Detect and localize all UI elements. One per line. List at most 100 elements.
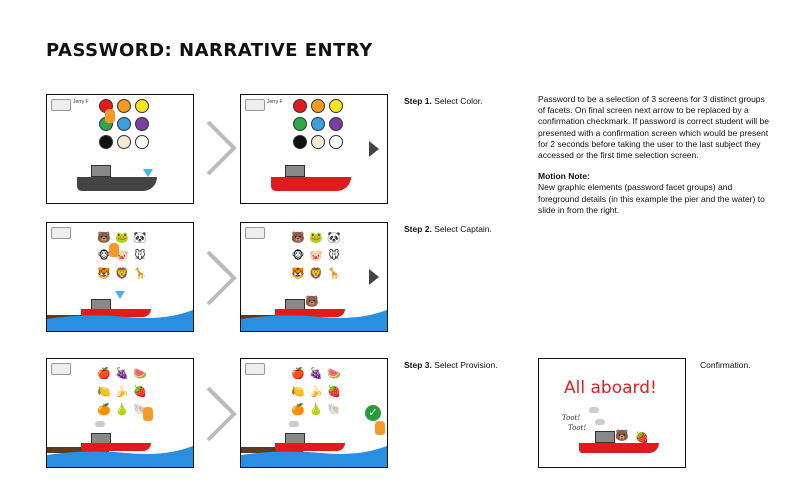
- back-button[interactable]: [245, 227, 265, 239]
- confirmation-headline: All aboard!: [564, 378, 657, 398]
- pointer-hand-icon: [375, 421, 385, 435]
- provision-watermelon-icon[interactable]: 🍉: [133, 368, 147, 380]
- step-1-text: Select Color.: [434, 96, 483, 106]
- back-button[interactable]: [245, 363, 265, 375]
- step-1-label: Step 1.: [404, 96, 432, 106]
- provision-orange-icon[interactable]: 🍊: [97, 404, 111, 416]
- step-2-label: Step 2.: [404, 224, 432, 234]
- next-arrow-icon: [206, 386, 237, 442]
- boat-hull: [77, 177, 157, 191]
- color-swatch-blue[interactable]: [117, 117, 131, 131]
- provision-pear-icon[interactable]: 🍐: [115, 404, 129, 416]
- confirm-checkmark-button[interactable]: ✓: [365, 405, 381, 421]
- color-swatch-orange[interactable]: [117, 99, 131, 113]
- screen-captain-selected: 🐻 🐸 🐼 🐵 🐷 🐭 🐯 🦁 🦒 🐻: [240, 222, 388, 332]
- next-screen-button[interactable]: [369, 141, 379, 157]
- color-swatch-yellow[interactable]: [135, 99, 149, 113]
- provision-apple-icon[interactable]: 🍎: [97, 368, 111, 380]
- provision-lemon-icon[interactable]: 🍋: [291, 386, 305, 398]
- color-swatch-purple[interactable]: [329, 117, 343, 131]
- provision-watermelon-icon[interactable]: 🍉: [327, 368, 341, 380]
- captain-giraffe-icon[interactable]: 🦒: [327, 268, 341, 280]
- boat-hull-red: [579, 443, 659, 453]
- water: [47, 309, 193, 331]
- pointer-hand-icon: [109, 243, 119, 257]
- color-swatch-orange[interactable]: [311, 99, 325, 113]
- color-swatch-yellow[interactable]: [329, 99, 343, 113]
- smoke-puff: [589, 407, 599, 413]
- boat-cabin: [595, 431, 615, 443]
- color-swatch-red[interactable]: [293, 99, 307, 113]
- toot-text-1: Toot!: [562, 414, 581, 422]
- captain-lion-icon[interactable]: 🦁: [115, 268, 129, 280]
- next-screen-button[interactable]: [369, 269, 379, 285]
- pier: [47, 447, 109, 453]
- provision-lemon-icon[interactable]: 🍋: [97, 386, 111, 398]
- captain-frog-icon[interactable]: 🐸: [309, 232, 323, 244]
- boat-hull-red: [81, 443, 151, 451]
- screen-provision-select: 🍎 🍇 🍉 🍋 🍌 🍓 🍊 🍐 🐚: [46, 358, 194, 468]
- provision-grapes-icon[interactable]: 🍇: [309, 368, 323, 380]
- water: [47, 445, 193, 467]
- color-swatch-tan[interactable]: [117, 135, 131, 149]
- provision-banana-icon[interactable]: 🍌: [309, 386, 323, 398]
- back-button[interactable]: [51, 99, 71, 111]
- provision-strawberry-icon[interactable]: 🍓: [327, 386, 341, 398]
- provision-on-boat-icon: 🍓: [635, 432, 649, 444]
- captain-frog-icon[interactable]: 🐸: [115, 232, 129, 244]
- step-3: Step 3. Select Provision.: [404, 360, 498, 371]
- color-swatch-black[interactable]: [293, 135, 307, 149]
- pointer-hand-icon: [105, 109, 115, 123]
- color-swatch-purple[interactable]: [135, 117, 149, 131]
- back-button[interactable]: [51, 227, 71, 239]
- boat-hull-red: [271, 177, 351, 191]
- captain-monkey-icon[interactable]: 🐵: [97, 250, 111, 262]
- color-swatch-white[interactable]: [329, 135, 343, 149]
- provision-apple-icon[interactable]: 🍎: [291, 368, 305, 380]
- provision-strawberry-icon[interactable]: 🍓: [133, 386, 147, 398]
- provision-orange-icon[interactable]: 🍊: [291, 404, 305, 416]
- note-paragraph: Password to be a selection of 3 screens …: [538, 94, 770, 161]
- student-name: Jerry F: [267, 99, 283, 105]
- color-swatch-black[interactable]: [99, 135, 113, 149]
- boat-hull-red: [275, 443, 345, 451]
- provision-pear-icon[interactable]: 🍐: [309, 404, 323, 416]
- smoke-puff: [289, 421, 299, 427]
- color-swatch-white[interactable]: [135, 135, 149, 149]
- back-button[interactable]: [51, 363, 71, 375]
- captain-tiger-icon[interactable]: 🐯: [291, 268, 305, 280]
- smoke-puff: [595, 419, 605, 425]
- captain-giraffe-icon[interactable]: 🦒: [133, 268, 147, 280]
- captain-pig-icon[interactable]: 🐷: [309, 250, 323, 262]
- captain-panda-icon[interactable]: 🐼: [133, 232, 147, 244]
- captain-bear-icon[interactable]: 🐻: [291, 232, 305, 244]
- color-swatch-blue[interactable]: [311, 117, 325, 131]
- captain-panda-icon[interactable]: 🐼: [327, 232, 341, 244]
- boat-hull-red: [275, 309, 345, 317]
- pointer-hand-icon: [143, 407, 153, 421]
- step-3-label: Step 3.: [404, 360, 432, 370]
- water: [241, 445, 387, 467]
- captain-bear-icon[interactable]: 🐻: [97, 232, 111, 244]
- provision-banana-icon[interactable]: 🍌: [115, 386, 129, 398]
- step-1: Step 1. Select Color.: [404, 96, 482, 107]
- screen-confirmation: 🐻 🍓: [538, 358, 686, 468]
- screen-color-selected: Jerry F: [240, 94, 388, 204]
- captain-mouse-icon[interactable]: 🐭: [328, 250, 340, 262]
- down-arrow-icon: [115, 291, 125, 299]
- back-button[interactable]: [245, 99, 265, 111]
- provision-grapes-icon[interactable]: 🍇: [115, 368, 129, 380]
- next-arrow-icon: [206, 250, 237, 306]
- page-title: PASSWORD: NARRATIVE ENTRY: [46, 40, 373, 61]
- provision-shell-icon[interactable]: 🐚: [327, 404, 341, 416]
- student-name: Jerry F: [73, 99, 89, 105]
- motion-note-heading: Motion Note:: [538, 171, 590, 182]
- captain-mouse-icon[interactable]: 🐭: [134, 250, 146, 262]
- confirmation-label: Confirmation.: [700, 360, 751, 370]
- toot-text-2: Toot!: [568, 424, 587, 432]
- captain-lion-icon[interactable]: 🦁: [309, 268, 323, 280]
- captain-monkey-icon[interactable]: 🐵: [291, 250, 305, 262]
- color-swatch-tan[interactable]: [311, 135, 325, 149]
- color-swatch-green[interactable]: [293, 117, 307, 131]
- captain-tiger-icon[interactable]: 🐯: [97, 268, 111, 280]
